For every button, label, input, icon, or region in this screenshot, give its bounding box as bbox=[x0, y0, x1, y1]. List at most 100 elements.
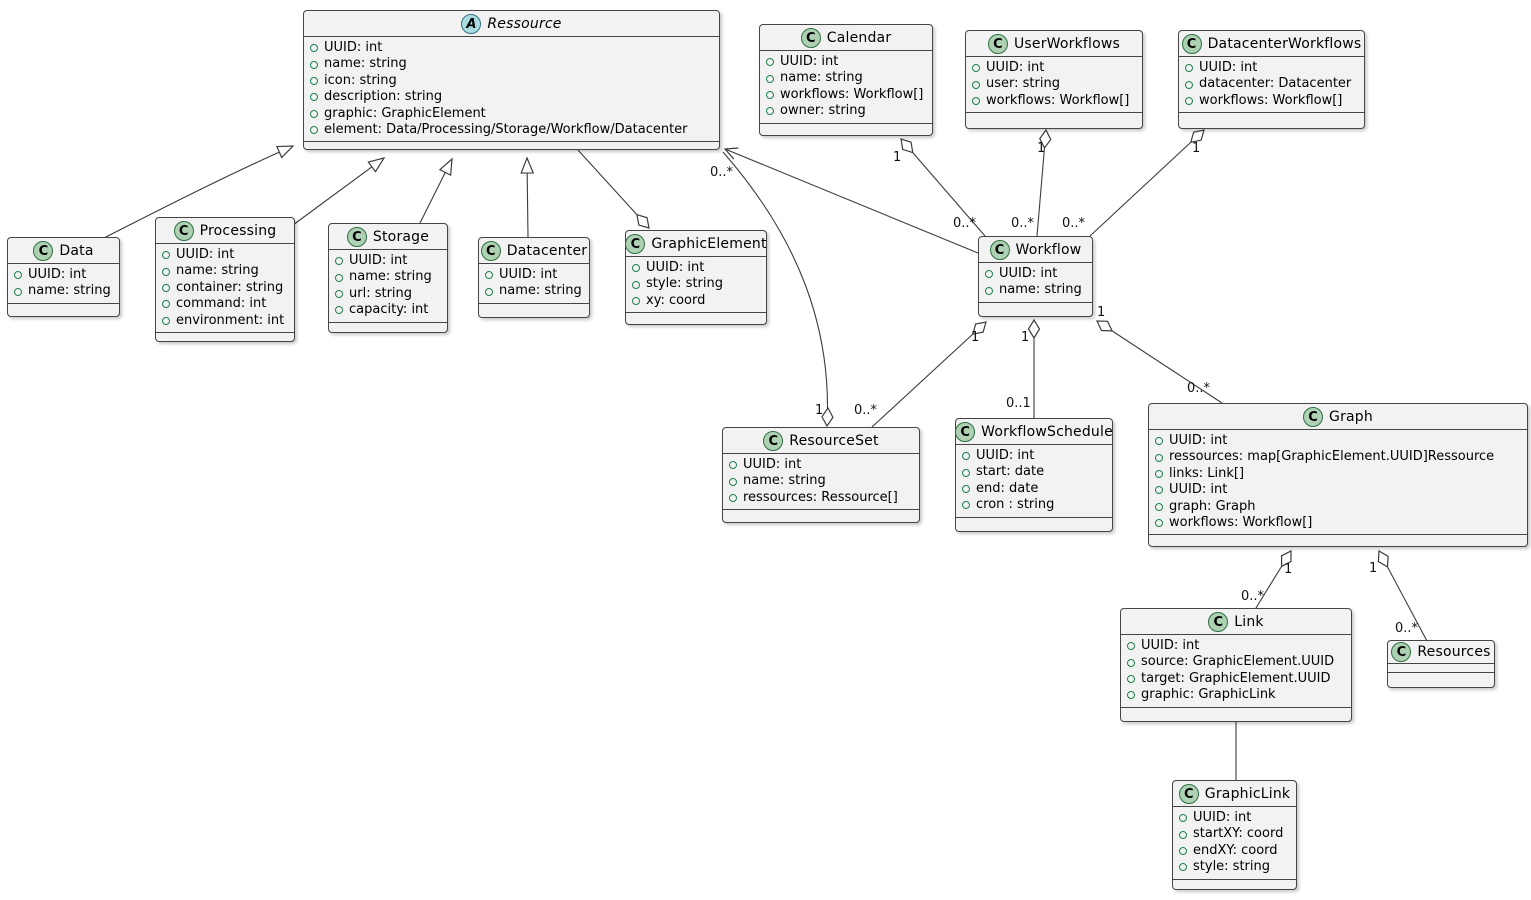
edge-graph-link bbox=[1255, 551, 1291, 609]
edge-processing-ressource bbox=[292, 157, 386, 226]
field-visibility-icon bbox=[729, 494, 737, 503]
attribute: start: date bbox=[962, 464, 1106, 480]
attribute: UUID: int bbox=[962, 448, 1106, 464]
edge-graph-resources bbox=[1379, 551, 1428, 642]
attribute: container: string bbox=[162, 280, 288, 296]
attribute-text: environment: int bbox=[176, 312, 285, 328]
attribute-text: UUID: int bbox=[176, 247, 235, 262]
abstract-class-icon: A bbox=[461, 14, 482, 34]
attribute-text: start: date bbox=[976, 464, 1045, 480]
multiplicity-label: 1 bbox=[893, 150, 901, 165]
field-visibility-icon bbox=[1127, 691, 1135, 700]
attribute-text: UUID: int bbox=[1199, 60, 1258, 75]
class-title: C UserWorkflows bbox=[966, 31, 1142, 57]
attribute-text: UUID: int bbox=[976, 448, 1035, 463]
class-name: Graph bbox=[1329, 409, 1373, 425]
methods-compartment bbox=[626, 312, 766, 324]
field-visibility-icon bbox=[485, 287, 493, 296]
attribute: environment: int bbox=[162, 313, 288, 329]
attribute: style: string bbox=[632, 276, 760, 292]
class-icon: C bbox=[1208, 612, 1229, 632]
attribute: capacity: int bbox=[335, 302, 441, 318]
class-title: C ResourceSet bbox=[723, 428, 919, 454]
methods-compartment bbox=[1179, 112, 1364, 128]
class-name: Ressource bbox=[487, 16, 562, 32]
multiplicity-label: 1 bbox=[815, 403, 823, 418]
field-visibility-icon bbox=[962, 452, 970, 461]
attribute: startXY: coord bbox=[1179, 826, 1290, 842]
attribute-text: container: string bbox=[176, 279, 284, 295]
attribute: graphic: GraphicLink bbox=[1127, 687, 1345, 703]
class-resources: C Resources bbox=[1387, 640, 1495, 688]
attribute: source: GraphicElement.UUID bbox=[1127, 654, 1345, 670]
class-name: GraphicLink bbox=[1204, 786, 1291, 802]
field-visibility-icon bbox=[972, 80, 980, 89]
class-name: UserWorkflows bbox=[1013, 36, 1121, 52]
edge-datacenter-ressource bbox=[520, 156, 535, 238]
multiplicity-label: 0..1 bbox=[1006, 396, 1031, 411]
field-visibility-icon bbox=[310, 60, 318, 69]
class-title: C Resources bbox=[1388, 641, 1494, 664]
class-icon: C bbox=[763, 431, 784, 451]
multiplicity-labels: 1 0..* 1 0..* 1 0..* 0..* 1 1 0..* 1 0..… bbox=[710, 141, 1419, 636]
attribute-text: command: int bbox=[176, 296, 267, 312]
attribute: UUID: int bbox=[1185, 60, 1358, 76]
field-visibility-icon bbox=[14, 287, 22, 296]
class-name: Storage bbox=[372, 229, 430, 245]
class-title: C Workflow bbox=[979, 237, 1092, 263]
attribute-text: user: string bbox=[986, 76, 1060, 92]
field-visibility-icon bbox=[1185, 64, 1193, 73]
field-visibility-icon bbox=[729, 477, 737, 486]
attribute-text: graphic: GraphicLink bbox=[1141, 687, 1276, 703]
multiplicity-label: 0..* bbox=[1187, 381, 1211, 396]
class-icon: C bbox=[1178, 784, 1199, 804]
attribute: end: date bbox=[962, 481, 1106, 497]
attribute-text: capacity: int bbox=[349, 302, 429, 318]
attribute: UUID: int bbox=[310, 40, 713, 56]
field-visibility-icon bbox=[1179, 847, 1187, 856]
attribute-text: workflows: Workflow[] bbox=[780, 86, 924, 102]
class-name: Resources bbox=[1417, 644, 1491, 660]
field-visibility-icon bbox=[1155, 486, 1163, 495]
attribute-text: links: Link[] bbox=[1169, 465, 1245, 481]
class-title: C Datacenter bbox=[479, 238, 589, 264]
attribute-text: style: string bbox=[1193, 859, 1271, 875]
attribute-text: xy: coord bbox=[646, 292, 706, 308]
field-visibility-icon bbox=[335, 306, 343, 315]
class-icon: C bbox=[800, 28, 821, 48]
attribute: cron : string bbox=[962, 497, 1106, 513]
class-name: GraphicElement bbox=[651, 236, 767, 252]
field-visibility-icon bbox=[1179, 830, 1187, 839]
attribute: owner: string bbox=[766, 103, 926, 119]
field-visibility-icon bbox=[1155, 453, 1163, 462]
attribute-text: name: string bbox=[28, 283, 111, 299]
field-visibility-icon bbox=[985, 286, 993, 295]
field-visibility-icon bbox=[162, 251, 170, 260]
attribute: name: string bbox=[335, 269, 441, 285]
attribute: icon: string bbox=[310, 73, 713, 89]
attribute: workflows: Workflow[] bbox=[972, 93, 1136, 109]
field-visibility-icon bbox=[335, 273, 343, 282]
field-visibility-icon bbox=[310, 44, 318, 53]
methods-compartment bbox=[966, 112, 1142, 128]
attribute: UUID: int bbox=[14, 267, 113, 283]
attribute-text: name: string bbox=[176, 263, 259, 279]
attribute-text: UUID: int bbox=[999, 266, 1058, 281]
class-name: ResourceSet bbox=[789, 433, 879, 449]
attribute: UUID: int bbox=[1155, 482, 1521, 498]
attribute-text: style: string bbox=[646, 276, 724, 292]
attribute: command: int bbox=[162, 296, 288, 312]
multiplicity-label: 1 bbox=[1097, 305, 1105, 320]
attribute: UUID: int bbox=[162, 247, 288, 263]
